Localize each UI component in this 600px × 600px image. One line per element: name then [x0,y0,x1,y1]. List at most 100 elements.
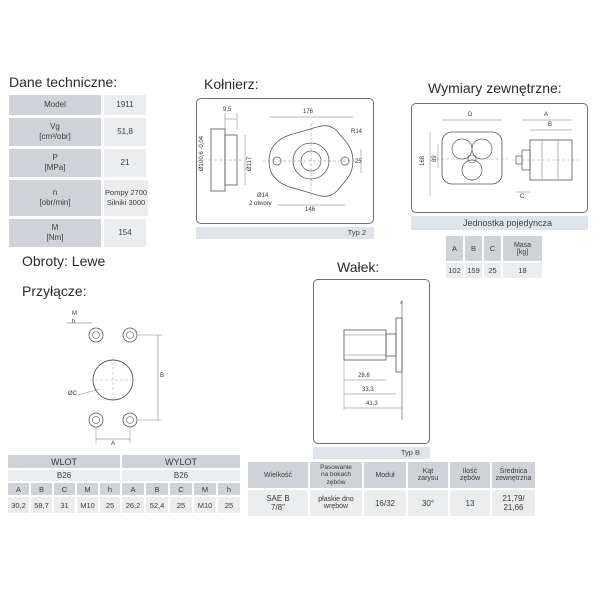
external-dim-v1: 168 [420,155,426,166]
shaft-th-fit: Pasowanie na bokach zębów [310,462,362,488]
ports-inlet-val-h: 25 [100,497,120,513]
shaft-td-size: SAE B 7/8" [248,490,308,516]
ports-svg [66,322,162,443]
ports-table: WLOT WYLOT B26 B26 A B C M h A B C M h 3… [8,455,240,517]
ports-label-a: A [111,441,116,447]
ports-outlet-col-m: M [194,483,216,495]
external-dim-a: A [544,112,549,118]
tech-value-m: 154 [104,219,146,247]
ports-outlet-col-b: B [146,483,168,495]
ports-outlet-val-a: 26,2 [122,497,144,513]
external-td-b: 159 [465,263,482,278]
external-th-b: B [465,236,482,261]
ports-inlet-col-b: B [31,483,52,495]
shaft-td-teeth: 13 [450,490,490,516]
shaft-td-angle: 30° [408,490,448,516]
external-table: A B C Masa [kg] 102 159 25 18 [446,236,542,278]
shaft-dim-a: 28,6 [358,373,370,379]
tech-value-model: 1911 [104,95,146,115]
tech-label-m: M [Nm] [9,219,101,247]
external-th-a: A [446,236,463,261]
external-dim-v2: 89 [432,155,438,162]
ports-label-m: M [72,311,77,317]
ports-outlet-val-m: M10 [194,497,216,513]
flange-caption: Typ 2 [347,228,366,237]
ports-inlet-col-a: A [8,483,29,495]
shaft-th-module: Moduł [364,462,406,488]
shaft-table: Wielkość Pasowanie na bokach zębów Moduł… [248,462,535,522]
flange-dim-4: 25 [355,159,362,165]
flange-dim-2: 176 [303,109,314,115]
rotation-text: Obroty: Lewe [22,253,106,269]
ports-label-h: h [72,319,76,325]
flange-dim-3: R14 [351,129,363,135]
external-th-c: C [484,236,501,261]
ports-inlet-val-b: 58,7 [31,497,52,513]
external-caption: Jednostka pojedyncza [463,218,553,228]
flange-dim-1: 9,5 [223,107,232,113]
shaft-th-diameter: Średnica zewnętrzna [492,462,535,488]
ports-inlet-val-m: M10 [77,497,98,513]
ports-outlet-col-a: A [122,483,144,495]
ports-outlet-title: WYLOT [122,455,240,468]
ports-outlet-val-c: 25 [170,497,192,513]
flange-drawing: 9,5 176 R14 25 Ø100,6 -0,04 Ø117 Ø14 2 o… [196,98,374,224]
flange-dim-5: Ø100,6 -0,04 [199,135,205,171]
ports-inlet-col-c: C [54,483,75,495]
ports-inlet-val-a: 30,2 [8,497,29,513]
shaft-dim-c: 41,3 [366,401,378,407]
flange-dim-9: 146 [305,207,316,213]
external-td-c: 25 [484,263,501,278]
shaft-heading: Wałek: [337,259,380,275]
shaft-svg: * [343,300,403,420]
flange-heading: Kołnierz: [204,76,259,92]
external-th-mass: Masa [kg] [503,236,542,261]
tech-label-model: Model [9,95,101,115]
ports-inlet-val-c: 31 [54,497,75,513]
tech-value-p: 21 [104,149,146,177]
tech-heading: Dane techniczne: [9,74,118,90]
shaft-drawing: * 28,6 33,3 41,3 [313,279,430,444]
external-dim-d: D [468,112,473,118]
external-dim-c: C [520,194,525,200]
flange-dim-8: 2 otwory [249,201,272,207]
ports-outlet-val-b: 52,4 [146,497,168,513]
tech-label-vg: Vg [cm³/obr] [9,118,101,146]
svg-text:*: * [400,302,403,308]
shaft-dim-b: 33,3 [362,387,374,393]
tech-value-vg: 51,8 [104,118,146,146]
tech-value-n: Pompy 2700 Silniki 3000 [104,180,148,216]
flange-caption-bar: Typ 2 [196,227,374,239]
flange-svg [209,113,362,206]
ports-inlet-col-h: h [100,483,120,495]
external-td-a: 102 [446,263,463,278]
tech-label-p: P [MPa] [9,149,101,177]
ports-label-c: ØC [68,391,77,397]
external-svg [429,119,580,196]
shaft-td-fit: płaskie dno wrębów [310,490,362,516]
external-td-mass: 18 [503,263,542,278]
tech-label-n: n [obr/min] [9,180,101,216]
ports-inlet-code: B26 [8,470,120,481]
external-drawing: D A B C 168 89 [411,103,588,213]
shaft-caption: Typ B [400,448,420,457]
shaft-th-teeth: Ilość zębów [450,462,490,488]
ports-drawing: M h B ØC A [56,305,176,455]
external-heading: Wymiary zewnętrzne: [428,80,562,96]
shaft-th-angle: Kąt zarysu [408,462,448,488]
ports-outlet-col-h: h [218,483,240,495]
ports-outlet-code: B26 [122,470,240,481]
flange-dim-7: Ø14 [257,193,269,199]
ports-label-b: B [160,373,165,379]
ports-inlet-col-m: M [77,483,98,495]
ports-inlet-title: WLOT [8,455,120,468]
shaft-td-module: 16/32 [364,490,406,516]
shaft-th-size: Wielkość [248,462,308,488]
external-caption-bar: Jednostka pojedyncza [411,216,588,230]
ports-outlet-col-c: C [170,483,192,495]
shaft-td-diameter: 21,79/ 21,66 [492,490,535,516]
flange-dim-6: Ø117 [247,156,253,171]
ports-outlet-val-h: 25 [218,497,240,513]
external-dim-b: B [548,122,553,128]
ports-heading: Przyłącze: [22,283,87,299]
